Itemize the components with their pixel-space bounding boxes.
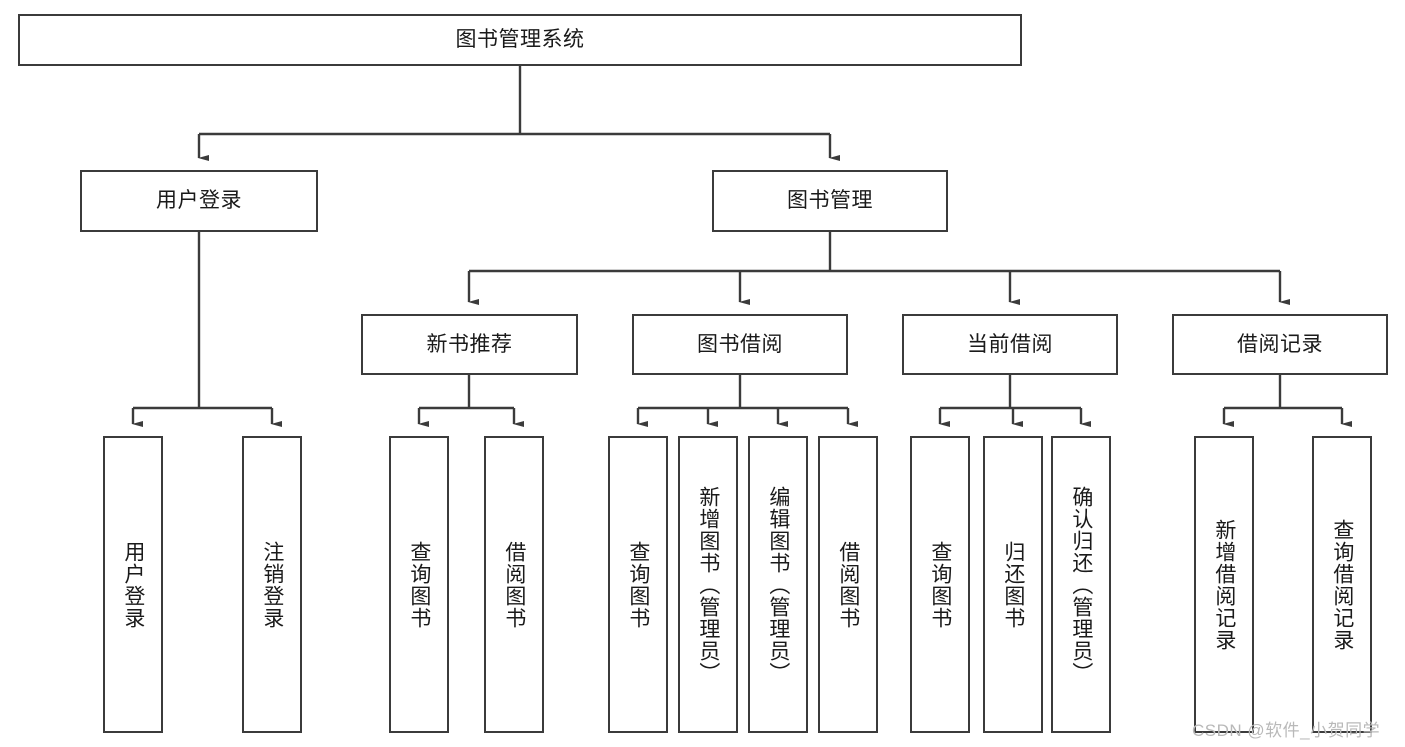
node-leaf-confirm-return-admin[interactable]: 确认归还（管理员） — [1051, 436, 1111, 733]
node-new-book-recommend-label: 新书推荐 — [426, 332, 513, 356]
node-book-borrow[interactable]: 图书借阅 — [632, 314, 848, 375]
node-book-manage-label: 图书管理 — [787, 189, 873, 213]
node-leaf-add-book-admin-label: 新增图书（管理员） — [696, 485, 720, 684]
node-user-login-label: 用户登录 — [156, 189, 242, 213]
node-leaf-user-logout-label: 注销登录 — [260, 540, 284, 629]
node-leaf-add-book-admin[interactable]: 新增图书（管理员） — [678, 436, 738, 733]
connectors-book-manage-to-level3 — [467, 232, 1290, 305]
node-leaf-add-borrow-record-label: 新增借阅记录 — [1212, 518, 1236, 651]
node-root-label: 图书管理系统 — [455, 28, 585, 52]
node-leaf-borrow-book-2[interactable]: 借阅图书 — [818, 436, 878, 733]
connectors-current-borrow-to-leaves — [938, 375, 1091, 427]
node-new-book-recommend[interactable]: 新书推荐 — [361, 314, 578, 375]
node-leaf-query-book-1[interactable]: 查询图书 — [389, 436, 449, 733]
node-leaf-user-logout[interactable]: 注销登录 — [242, 436, 302, 733]
node-leaf-query-book-1-label: 查询图书 — [407, 540, 431, 629]
node-root-system[interactable]: 图书管理系统 — [18, 14, 1022, 66]
node-leaf-return-book[interactable]: 归还图书 — [983, 436, 1043, 733]
node-leaf-return-book-label: 归还图书 — [1001, 540, 1025, 629]
node-leaf-borrow-book-1[interactable]: 借阅图书 — [484, 436, 544, 733]
node-current-borrow[interactable]: 当前借阅 — [902, 314, 1118, 375]
node-book-manage[interactable]: 图书管理 — [712, 170, 948, 232]
node-leaf-user-login[interactable]: 用户登录 — [103, 436, 163, 733]
node-leaf-user-login-label: 用户登录 — [121, 540, 145, 629]
connectors-borrow-record-to-leaves — [1222, 375, 1352, 427]
node-leaf-borrow-book-2-label: 借阅图书 — [836, 540, 860, 629]
node-book-borrow-label: 图书借阅 — [697, 332, 783, 356]
node-leaf-query-borrow-record-label: 查询借阅记录 — [1330, 518, 1354, 651]
connectors-user-login-to-leaves — [131, 232, 282, 427]
node-leaf-borrow-book-1-label: 借阅图书 — [502, 540, 526, 629]
node-leaf-query-borrow-record[interactable]: 查询借阅记录 — [1312, 436, 1372, 733]
node-leaf-query-book-3-label: 查询图书 — [928, 540, 952, 629]
node-borrow-record-label: 借阅记录 — [1237, 332, 1323, 356]
node-leaf-add-borrow-record[interactable]: 新增借阅记录 — [1194, 436, 1254, 733]
node-borrow-record[interactable]: 借阅记录 — [1172, 314, 1388, 375]
node-leaf-query-book-2[interactable]: 查询图书 — [608, 436, 668, 733]
node-leaf-edit-book-admin[interactable]: 编辑图书（管理员） — [748, 436, 808, 733]
connectors-book-borrow-to-leaves — [636, 375, 858, 427]
node-current-borrow-label: 当前借阅 — [967, 332, 1053, 356]
node-leaf-query-book-2-label: 查询图书 — [626, 540, 650, 629]
node-leaf-query-book-3[interactable]: 查询图书 — [910, 436, 970, 733]
node-leaf-confirm-return-admin-label: 确认归还（管理员） — [1069, 485, 1093, 684]
node-user-login[interactable]: 用户登录 — [80, 170, 318, 232]
connectors-root-to-level2 — [197, 66, 840, 161]
connectors-new-book-recommend-to-leaves — [417, 375, 524, 427]
node-leaf-edit-book-admin-label: 编辑图书（管理员） — [766, 485, 790, 684]
